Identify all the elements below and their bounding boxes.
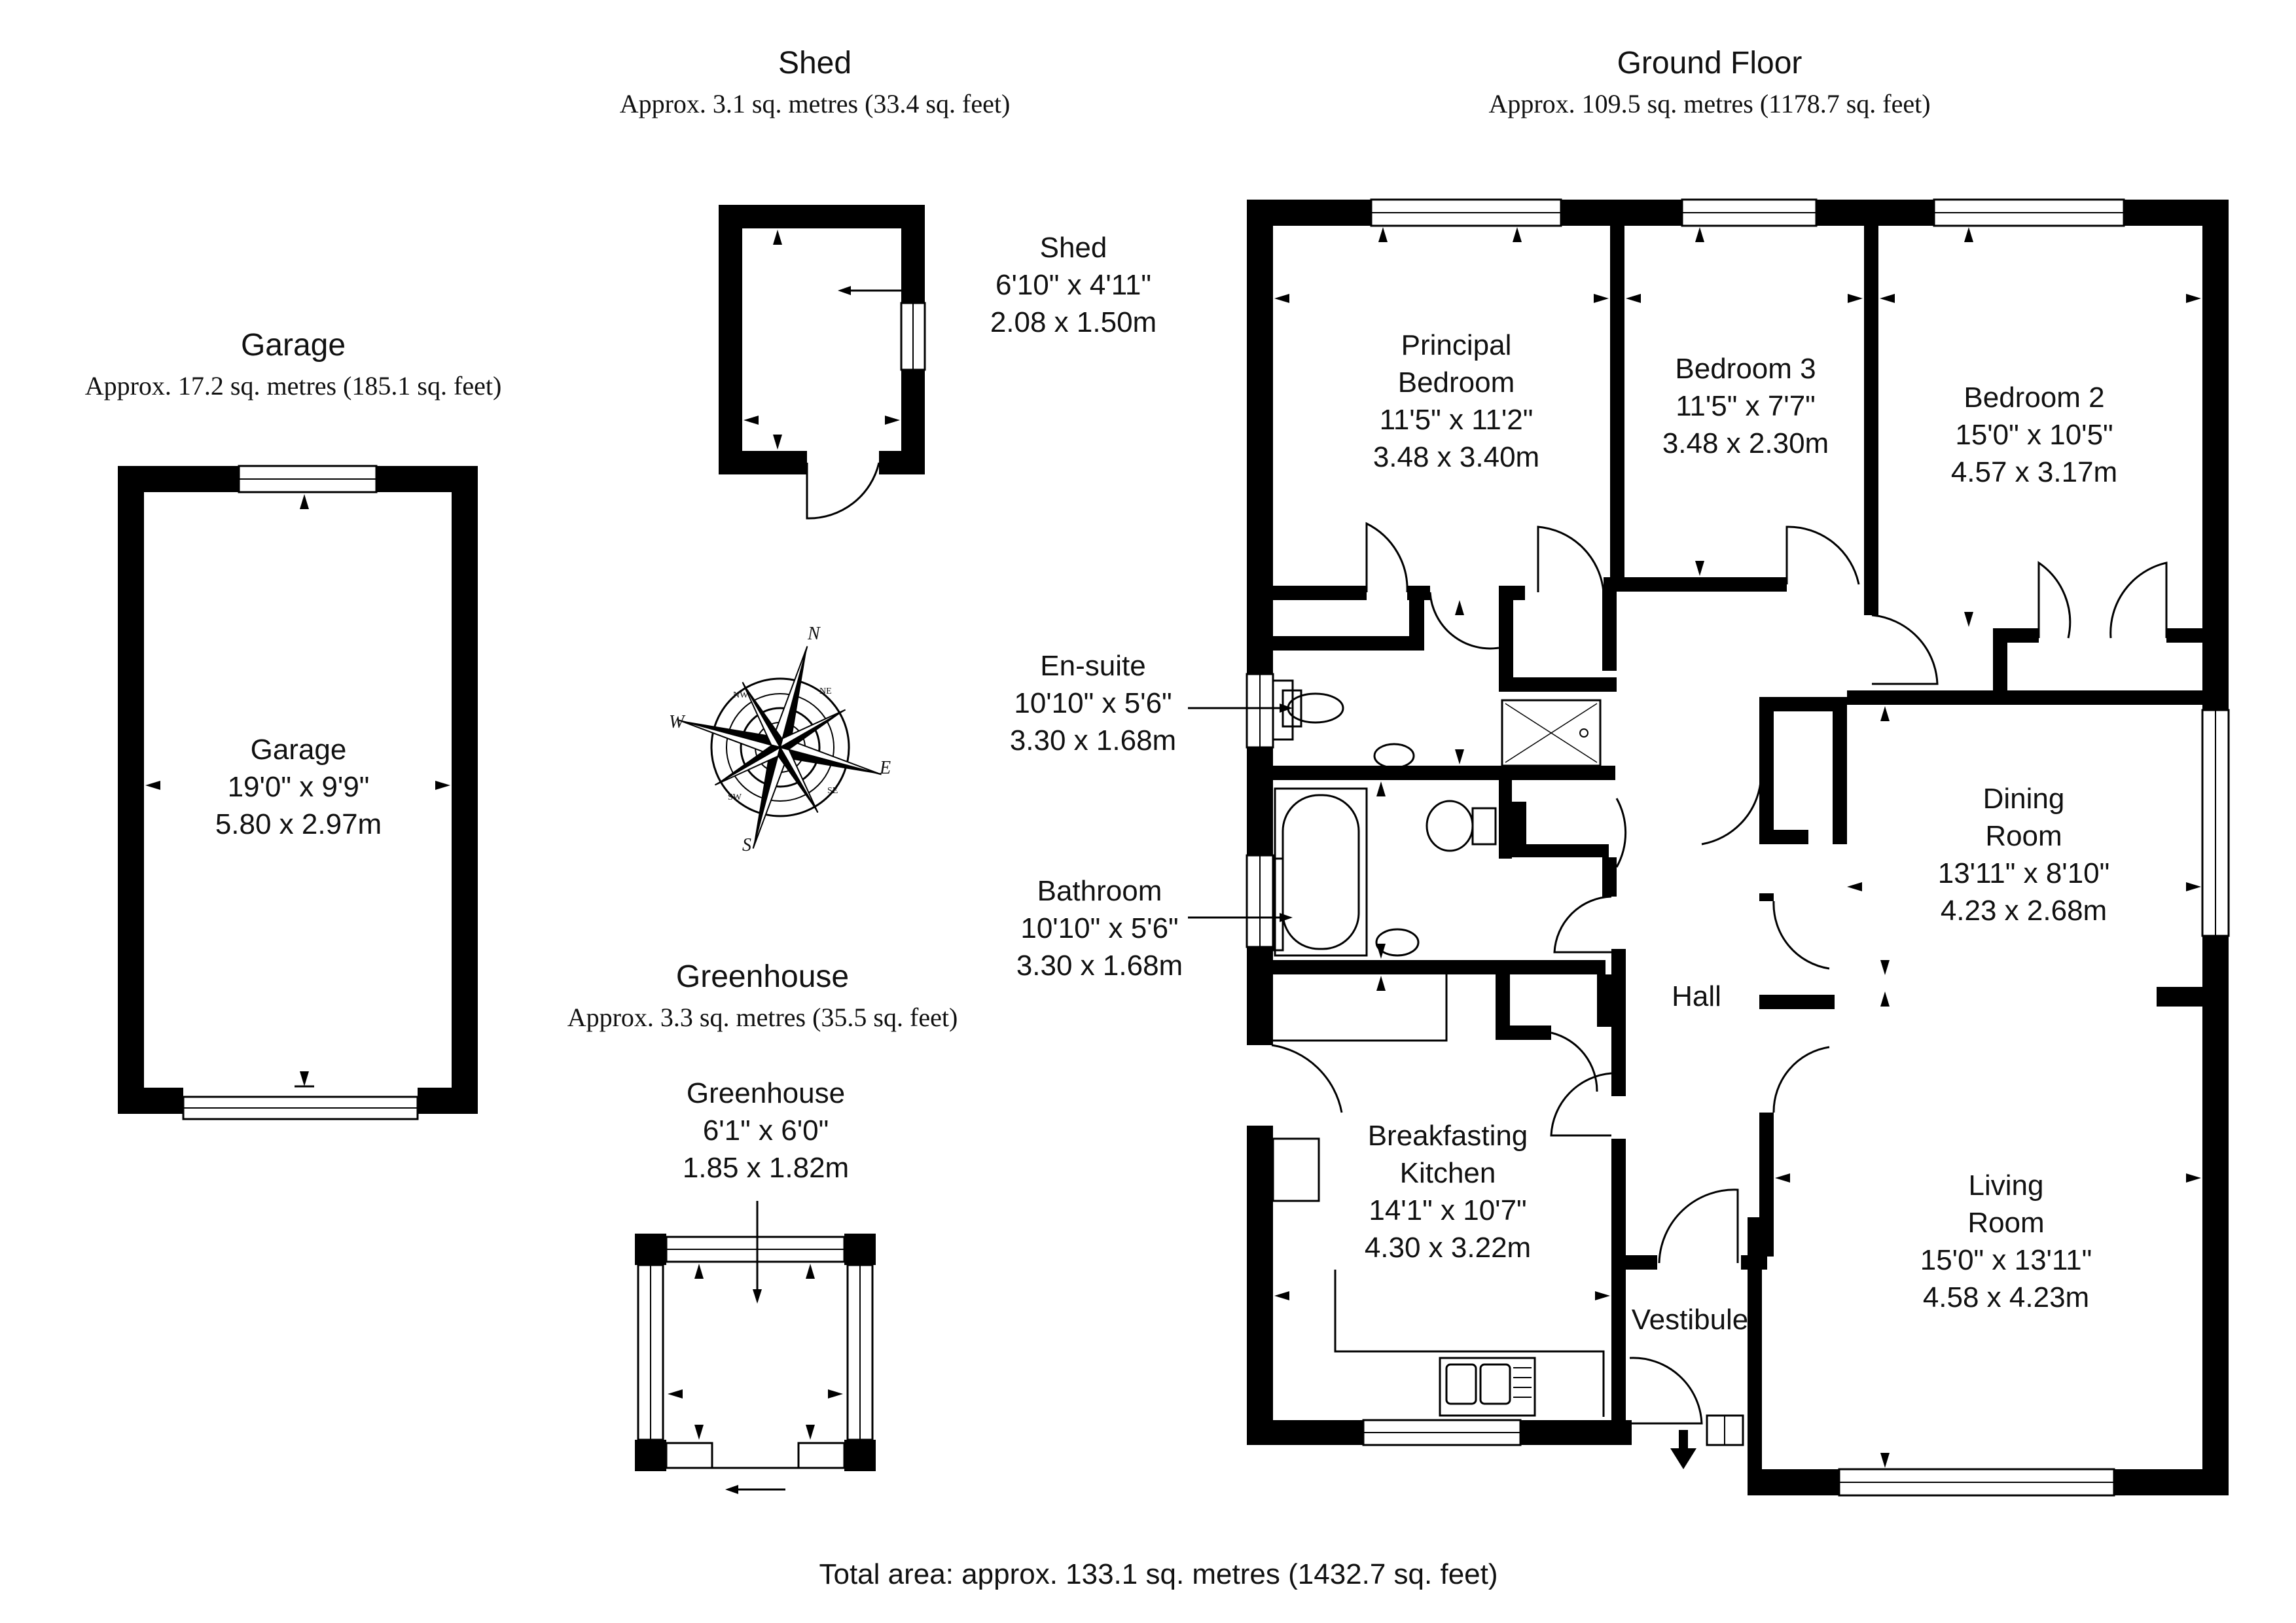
ensuite-metric: 3.30 x 1.68m [1010, 724, 1176, 757]
bedroom2-imperial: 15'0" x 10'5" [1955, 419, 2113, 451]
greenhouse-door [711, 1443, 800, 1469]
compass-sw-label: SW [728, 793, 742, 802]
shed-room-name: Shed [1040, 232, 1107, 264]
bedroom3-metric: 3.48 x 2.30m [1662, 427, 1829, 459]
kitchen-door [1550, 1072, 1612, 1137]
ground-floor-area: Approx. 109.5 sq. metres (1178.7 sq. fee… [1488, 89, 1930, 118]
total-area: Total area: approx. 133.1 sq. metres (14… [819, 1558, 1498, 1590]
shed-section-title: Shed [778, 46, 852, 80]
compass-nw-label: NW [733, 690, 749, 700]
kitchen-name-line1: Breakfasting [1368, 1120, 1528, 1152]
dining-name-line1: Dining [1983, 783, 2065, 815]
compass-s-label: S [742, 835, 751, 855]
shed-plan [719, 205, 926, 520]
bathroom-name: Bathroom [1037, 875, 1162, 907]
living-metric: 4.58 x 4.23m [1923, 1281, 2089, 1313]
greenhouse-section-area: Approx. 3.3 sq. metres (35.5 sq. feet) [567, 1003, 958, 1032]
kitchen-imperial: 14'1" x 10'7" [1369, 1194, 1526, 1226]
principal-bedroom-door [1365, 522, 1408, 593]
entrance-arrow-icon [1670, 1430, 1696, 1469]
dining-metric: 4.23 x 2.68m [1941, 895, 2107, 927]
bathroom-basin-icon [1375, 928, 1420, 957]
greenhouse-plan [635, 1201, 876, 1494]
compass-ne-label: NE [819, 687, 832, 696]
living-imperial: 15'0" x 13'11" [1920, 1244, 2092, 1276]
kitchen-name-line2: Kitchen [1400, 1157, 1496, 1189]
greenhouse-section-title: Greenhouse [676, 959, 849, 994]
kitchen-back-door [1271, 1044, 1343, 1113]
ensuite-imperial: 10'10" x 5'6" [1014, 687, 1172, 719]
bathroom-door [1553, 895, 1612, 954]
bathroom-cupboard-door [1615, 798, 1627, 868]
living-name-line2: Room [1967, 1207, 2044, 1239]
compass-n-label: N [807, 624, 821, 644]
bedroom3-door [1785, 526, 1860, 585]
living-name-line1: Living [1969, 1169, 2044, 1202]
garage-room-name: Garage [251, 734, 347, 766]
bedroom2-name: Bedroom 2 [1964, 382, 2104, 414]
kitchen-sink-icon [1439, 1357, 1536, 1417]
bedroom2-metric: 4.57 x 3.17m [1951, 456, 2117, 488]
ensuite-name: En-suite [1040, 650, 1145, 682]
compass-rose-icon: N E S W NW NE SE SW [669, 624, 891, 855]
greenhouse-room-metric: 1.85 x 1.82m [683, 1152, 849, 1184]
garage-section-area: Approx. 17.2 sq. metres (185.1 sq. feet) [85, 371, 502, 401]
bedroom3-name: Bedroom 3 [1675, 353, 1816, 385]
ensuite-toilet-icon [1287, 692, 1344, 724]
greenhouse-room-imperial: 6'1" x 6'0" [703, 1115, 829, 1147]
principal-bedroom-name-line2: Bedroom [1398, 366, 1515, 399]
bedroom3-imperial: 11'5" x 7'7" [1676, 390, 1816, 422]
bedroom2-door [1871, 614, 1939, 685]
bathroom-toilet-icon [1426, 800, 1474, 852]
shed-room-metric: 2.08 x 1.50m [990, 306, 1157, 338]
compass-w-label: W [669, 712, 686, 732]
ensuite-door [1429, 592, 1499, 650]
garage-plan [118, 465, 478, 1120]
principal-bedroom-metric: 3.48 x 3.40m [1373, 441, 1539, 473]
dining-name-line2: Room [1985, 820, 2062, 852]
garage-section-title: Garage [241, 328, 346, 363]
principal-bedroom-imperial: 11'5" x 11'2" [1380, 404, 1534, 436]
ground-floor-title: Ground Floor [1617, 46, 1803, 80]
shed-room-imperial: 6'10" x 4'11" [996, 269, 1151, 301]
dining-imperial: 13'11" x 8'10" [1938, 857, 2110, 889]
bathroom-imperial: 10'10" x 5'6" [1020, 912, 1178, 944]
vestibule-name: Vestibule [1632, 1304, 1749, 1336]
ensuite-basin-icon [1373, 743, 1415, 769]
shed-section-area: Approx. 3.1 sq. metres (33.4 sq. feet) [620, 89, 1011, 118]
greenhouse-room-name: Greenhouse [687, 1077, 845, 1109]
bathroom-metric: 3.30 x 1.68m [1016, 950, 1183, 982]
hall-name: Hall [1672, 980, 1721, 1012]
garage-room-imperial: 19'0" x 9'9" [228, 771, 370, 803]
ground-floor-plan [1188, 198, 2230, 1497]
compass-se-label: SE [827, 786, 838, 796]
bath-icon [1274, 787, 1368, 957]
shed-door [806, 462, 880, 520]
ensuite-shower-icon [1501, 699, 1602, 767]
kitchen-metric: 4.30 x 3.22m [1365, 1232, 1531, 1264]
principal-bedroom-name-line1: Principal [1401, 329, 1512, 361]
compass-e-label: E [879, 758, 891, 778]
garage-room-metric: 5.80 x 2.97m [215, 808, 382, 840]
